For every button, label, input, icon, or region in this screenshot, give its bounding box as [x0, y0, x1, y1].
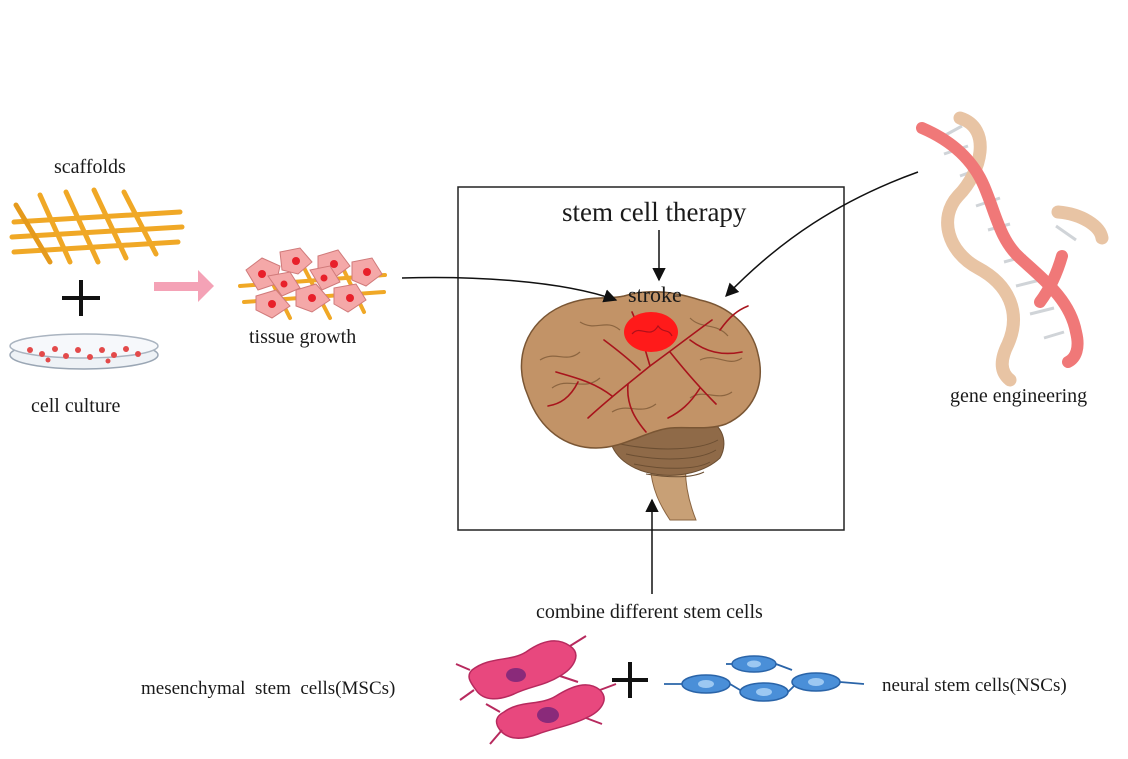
- nsc-label: neural stem cells(NSCs): [882, 675, 1067, 696]
- gene-engineering-label: gene engineering: [950, 385, 1088, 407]
- cerebrum: [520, 290, 761, 449]
- tissue-growth-label: tissue growth: [249, 326, 357, 348]
- combine-cells-label: combine different stem cells: [536, 601, 763, 623]
- scaffold-icon: [9, 187, 185, 265]
- cell-culture-label: cell culture: [31, 395, 121, 417]
- stroke-label: stroke: [628, 282, 682, 307]
- msc-label: mesenchymal stem cells(MSCs): [141, 678, 396, 699]
- arrow-tissue-to-stroke: [401, 276, 618, 303]
- arrow-gene-to-stroke: [725, 171, 919, 297]
- stroke-lesion-icon: [624, 312, 678, 352]
- dna-helix-icon: [916, 111, 1109, 387]
- pink-arrow-icon: [154, 270, 214, 302]
- scaffolds-label: scaffolds: [54, 156, 126, 178]
- therapy-frame: [457, 186, 845, 531]
- therapy-title: stem cell therapy: [562, 197, 747, 227]
- brain-icon: [520, 290, 761, 521]
- tissue-growth-icon: [238, 247, 387, 320]
- plus-icon: [62, 280, 100, 316]
- nsc-cell-icon: [664, 655, 865, 702]
- petri-dish-icon: [9, 333, 159, 370]
- msc-cell-icon: [455, 635, 617, 745]
- plus-icon-cells: [612, 662, 648, 698]
